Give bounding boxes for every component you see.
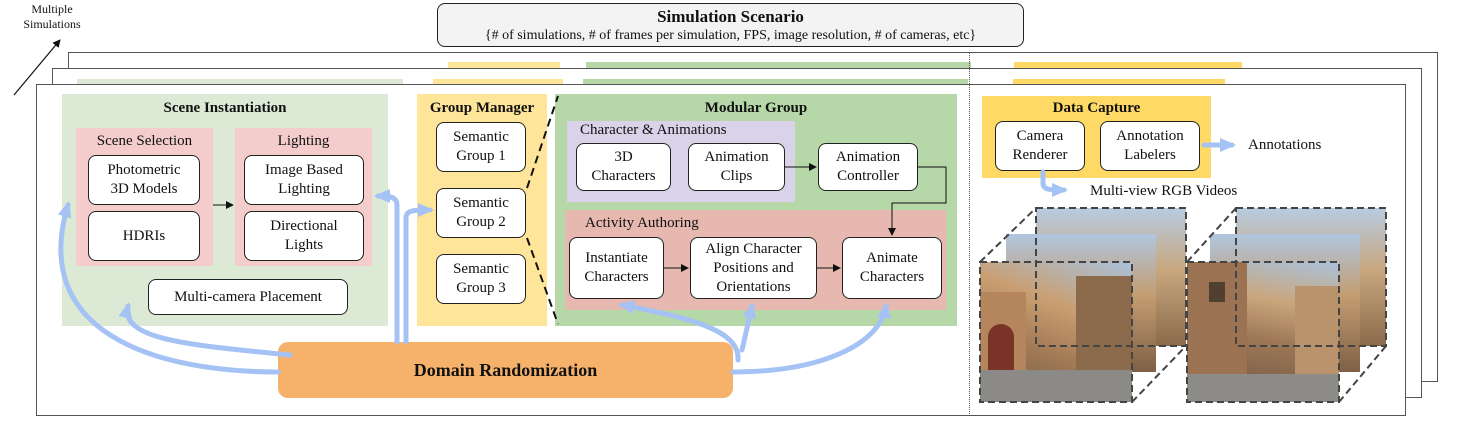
photometric-3d-models-node: Photometric 3D Models [88, 155, 200, 205]
dr-to-align-arrow [739, 302, 757, 353]
scenario-subtitle: {# of simulations, # of frames per simul… [484, 28, 977, 43]
multiple-simulations-arrow [13, 39, 61, 96]
scenario-title: Simulation Scenario [657, 7, 804, 26]
camera-to-videos-arrow [1040, 169, 1068, 197]
video-cube-2-front-outline [1186, 261, 1340, 403]
animation-clips-node: Animation Clips [688, 143, 785, 191]
back-tab [1014, 62, 1242, 68]
dr-to-animate-arrow [730, 302, 892, 375]
semantic-group-3-node: Semantic Group 3 [436, 254, 526, 304]
3d-characters-node: 3D Characters [576, 143, 671, 191]
controller-to-animate-arrow [888, 166, 947, 236]
video-frame-front [980, 262, 1132, 402]
dr-to-multicam-arrow [118, 302, 293, 358]
semantic-group-1-node: Semantic Group 1 [436, 122, 526, 172]
instantiate-characters-node: Instantiate Characters [569, 237, 664, 299]
multi-camera-placement-node: Multi-camera Placement [148, 279, 348, 315]
dr-to-scene-selection-arrow [57, 201, 281, 375]
video-cube-1-front-outline [979, 261, 1133, 403]
domain-randomization-node: Domain Randomization [278, 342, 733, 398]
simulation-scenario-box: Simulation Scenario {# of simulations, #… [437, 3, 1024, 47]
align-character-positions-node: Align Character Positions and Orientatio… [690, 237, 817, 299]
dr-to-group-manager-arrow [403, 203, 434, 345]
back-tab [448, 62, 560, 68]
annotation-labelers-node: Annotation Labelers [1100, 121, 1200, 171]
dr-to-instantiate-arrow [618, 300, 741, 363]
hdris-node: HDRIs [88, 211, 200, 261]
multiple-simulations-label: Multiple Simulations [23, 2, 81, 31]
back-tab [586, 62, 971, 68]
multi-view-rgb-videos-label: Multi-view RGB Videos [1090, 183, 1238, 199]
zoom-line-top [526, 95, 559, 189]
activity-authoring-title: Activity Authoring [585, 215, 699, 231]
directional-lights-node: Directional Lights [244, 211, 364, 261]
annotations-label: Annotations [1248, 137, 1322, 153]
camera-renderer-node: Camera Renderer [995, 121, 1085, 171]
character-animations-title: Character & Animations [580, 122, 727, 138]
video-cube-2-edge [1338, 345, 1387, 403]
dr-to-lighting-arrow [374, 189, 400, 345]
video-cube-1-back-outline [1035, 207, 1187, 347]
video-cube-2-back-outline [1235, 207, 1387, 347]
lighting-title: Lighting [277, 133, 330, 149]
semantic-group-2-node: Semantic Group 2 [436, 188, 526, 238]
image-based-lighting-node: Image Based Lighting [244, 155, 364, 205]
modular-group-title: Modular Group [704, 100, 808, 116]
animate-characters-node: Animate Characters [842, 237, 942, 299]
zoom-line-bottom [526, 237, 559, 325]
scene-selection-title: Scene Selection [96, 133, 193, 149]
scene-instantiation-title: Scene Instantiation [163, 100, 287, 116]
divider-line [969, 52, 970, 416]
group-manager-title: Group Manager [429, 100, 535, 116]
video-cube-2-edge [1186, 207, 1237, 263]
video-cube-1-edge [1131, 345, 1187, 403]
animation-controller-node: Animation Controller [818, 143, 918, 191]
data-capture-title: Data Capture [1052, 100, 1141, 116]
video-cube-1-edge [979, 207, 1037, 263]
